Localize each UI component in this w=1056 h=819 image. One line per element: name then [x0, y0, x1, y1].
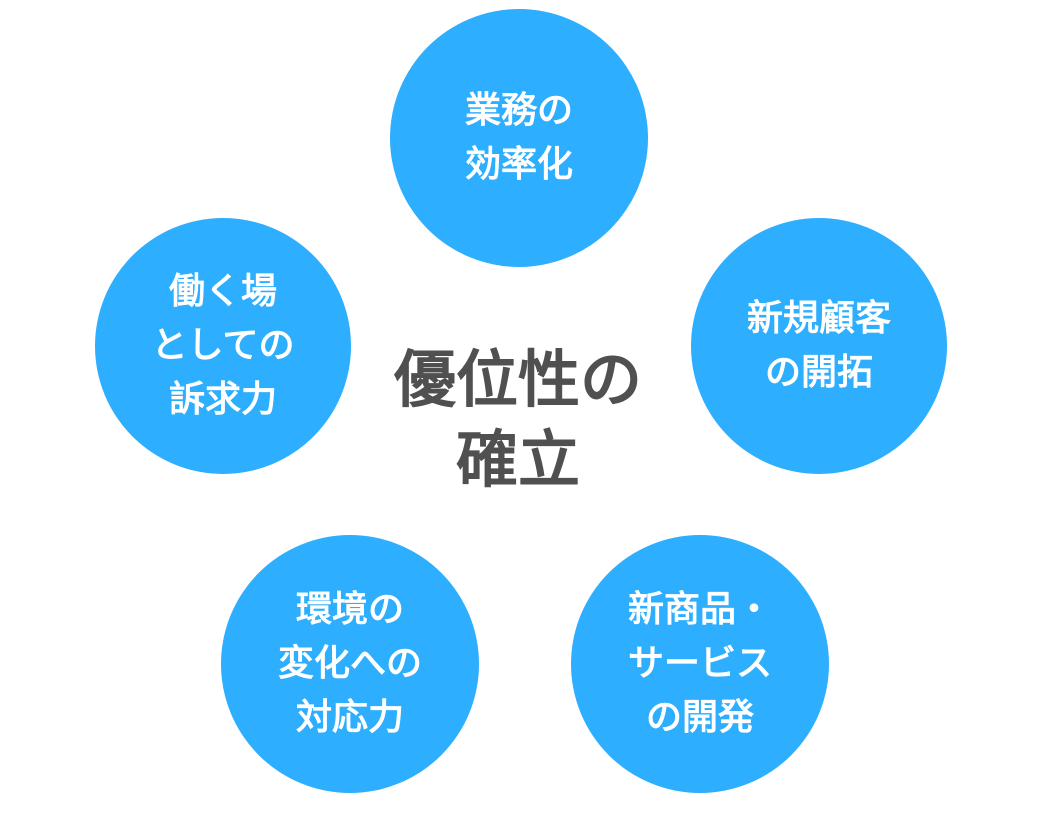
- node-label-line: としての: [151, 325, 295, 366]
- node-label-line: 訴求力: [168, 379, 277, 420]
- center-title: 優位性の 確立: [348, 340, 688, 500]
- node-label-line: 働く場: [168, 271, 277, 312]
- node-label-line: 効率化: [464, 144, 573, 185]
- center-title-line: 優位性の: [393, 343, 642, 416]
- node-business-efficiency: 業務の 効率化: [390, 9, 648, 267]
- node-label-line: 業務の: [464, 90, 573, 131]
- node-adaptability-to-change: 環境の 変化への 対応力: [221, 535, 479, 793]
- node-label-line: 新規顧客: [746, 298, 891, 339]
- node-label-line: サービス: [627, 643, 772, 684]
- node-new-customer-development: 新規顧客 の開拓: [691, 218, 947, 474]
- node-label-line: 対応力: [295, 697, 404, 738]
- node-new-product-service-development: 新商品・ サービス の開発: [571, 535, 829, 793]
- node-label-line: 新商品・: [627, 589, 772, 630]
- node-workplace-appeal: 働く場 としての 訴求力: [95, 218, 351, 474]
- center-title-line: 確立: [455, 423, 580, 496]
- node-label-line: 変化への: [277, 643, 422, 684]
- node-label-line: 環境の: [295, 589, 404, 630]
- node-label-line: の開拓: [764, 352, 873, 393]
- node-label-line: の開発: [645, 697, 754, 738]
